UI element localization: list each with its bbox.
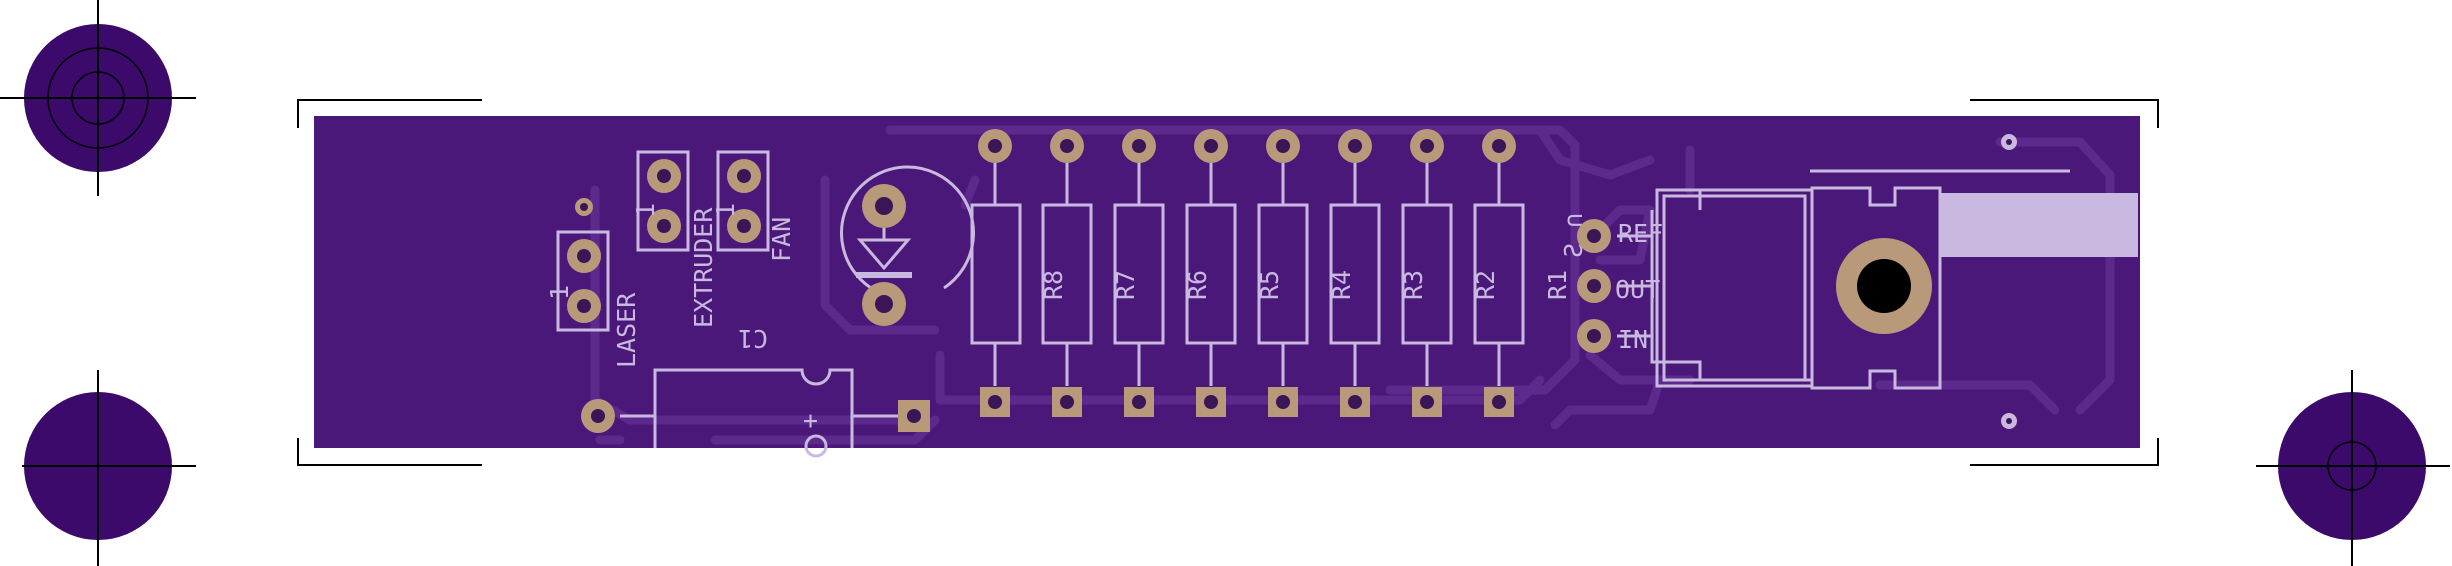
capacitor-c1: + C1: [581, 324, 930, 458]
r2-label: R2: [1471, 270, 1500, 300]
r7-label: R7: [1111, 270, 1140, 300]
resistor-r2: R2: [1471, 129, 1525, 417]
regulator-out-label: OUT: [1615, 275, 1660, 304]
fan-label: FAN: [767, 217, 796, 262]
laser-pin1-label: 1: [545, 285, 574, 300]
extruder-header: 1 EXTRUDER: [631, 150, 718, 328]
laser-label: LASER: [612, 292, 641, 368]
crop-marks: [297, 99, 2159, 466]
r4-label: R4: [1327, 270, 1356, 300]
regulator-in-label: IN: [1618, 325, 1648, 354]
laser-header: 1 LASER: [545, 198, 641, 368]
r8-label: R8: [1039, 270, 1068, 300]
r1-label: R1: [1543, 270, 1572, 300]
mounting-hole-bottom-left: [22, 370, 196, 566]
r3-label: R3: [1399, 270, 1428, 300]
r5-label: R5: [1255, 270, 1284, 300]
extruder-pin1-label: 1: [631, 203, 660, 218]
regulator-heatsink-tab: [1940, 193, 2138, 257]
resistor-r5: R5: [1255, 129, 1309, 417]
c1-label: C1: [738, 324, 768, 353]
resistor-r4: R4: [1327, 129, 1381, 417]
voltage-regulator: Ƨ ∩ REF OUT IN: [1559, 134, 2138, 429]
regulator-ref-label: REF: [1618, 219, 1663, 248]
mounting-hole-bottom-right: [2256, 370, 2450, 566]
fan-header: 1 FAN: [711, 150, 796, 262]
r6-label: R6: [1183, 270, 1212, 300]
resistor-r7: R7: [1111, 129, 1165, 417]
extruder-label: EXTRUDER: [689, 207, 718, 328]
c1-plus-label: +: [803, 406, 818, 435]
resistor-r3: R3: [1399, 129, 1453, 417]
resistor-r1: [970, 129, 1022, 417]
mounting-hole-top-left: [0, 0, 196, 196]
resistor-r6: R6: [1183, 129, 1237, 417]
resistor-r8: R8: [1039, 129, 1093, 417]
fan-pin1-label: 1: [711, 203, 740, 218]
